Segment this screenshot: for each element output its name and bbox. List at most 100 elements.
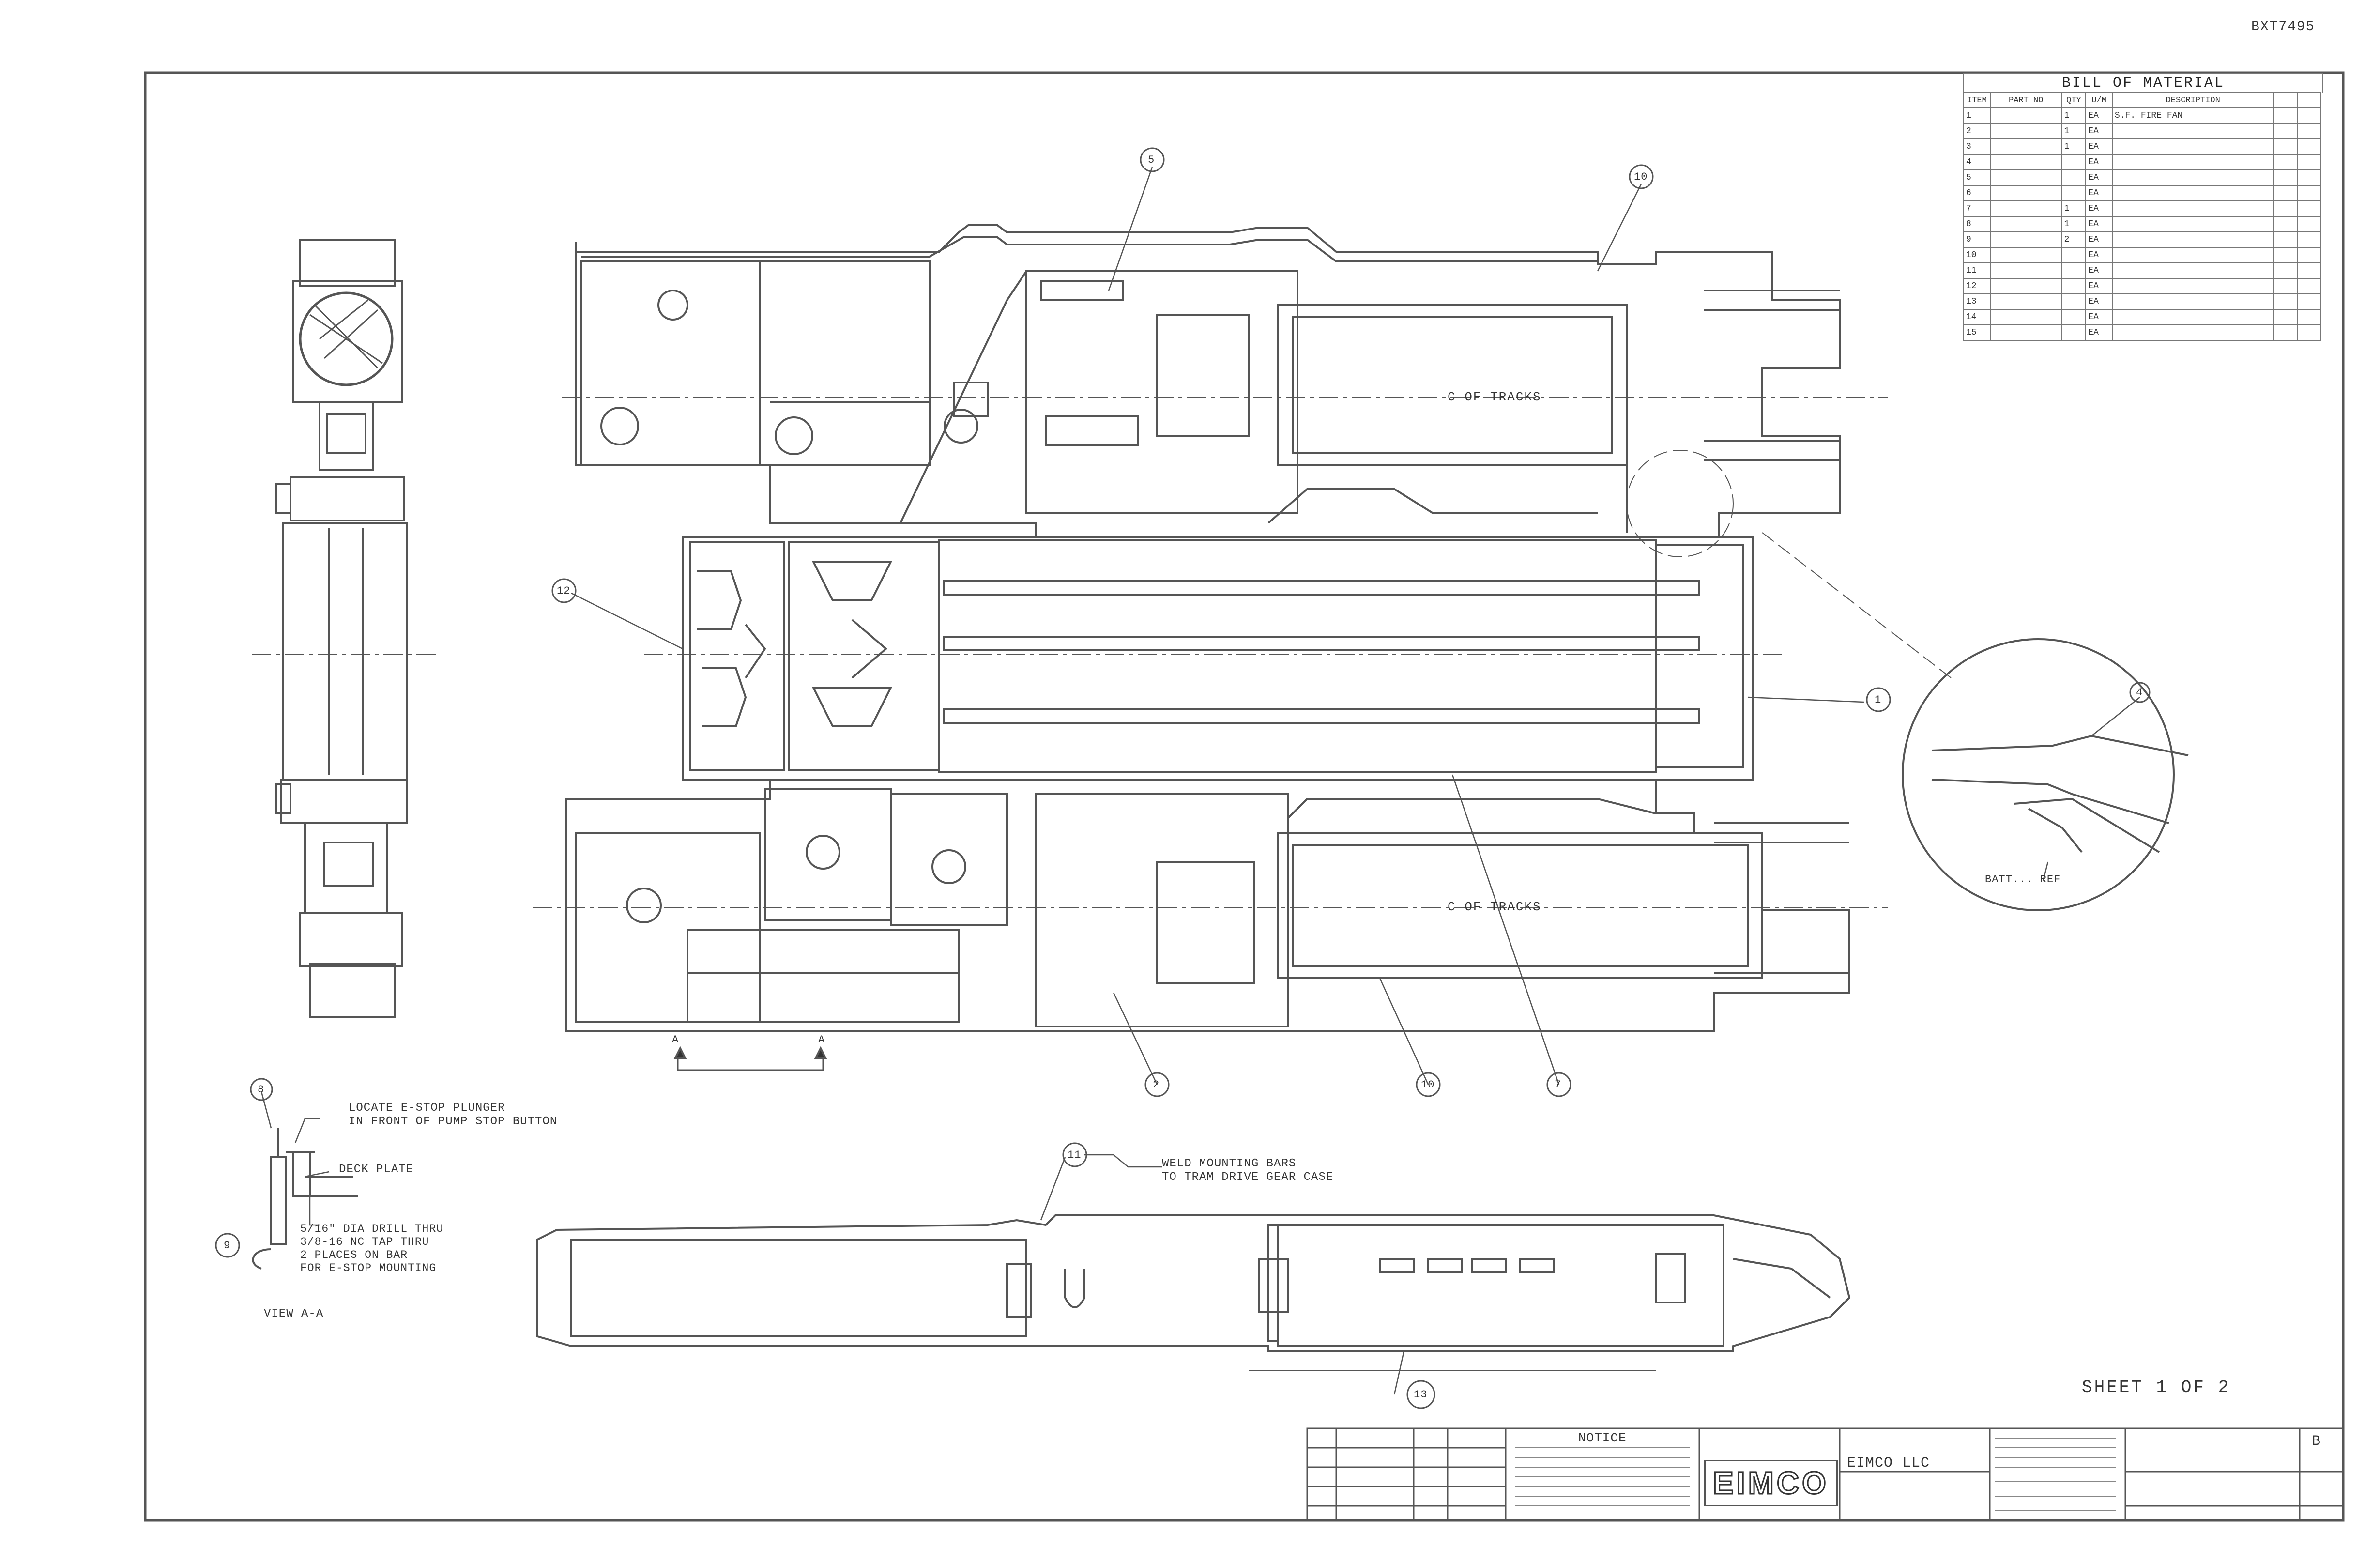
- weld-note: WELD MOUNTING BARS TO TRAM DRIVE GEAR CA…: [1162, 1157, 1334, 1184]
- bom-cell: EA: [2085, 278, 2113, 294]
- balloon-10-top: 10: [1634, 171, 1648, 183]
- bom-cell: [1989, 123, 2062, 139]
- sheet-number: SHEET 1 OF 2: [2082, 1378, 2231, 1397]
- bom-cell: [2297, 107, 2321, 124]
- bom-cell: [2061, 247, 2087, 263]
- bom-cell: EA: [2085, 216, 2113, 232]
- bom-cell: [1989, 309, 2062, 325]
- bom-cell: EA: [2085, 262, 2113, 279]
- bom-header-cell: [2273, 92, 2298, 108]
- bom-header-cell: PART NO: [1989, 92, 2062, 108]
- company-logo: EIMCO: [1704, 1460, 1838, 1506]
- bom-cell: [2297, 138, 2321, 155]
- drill-note: 5/16" DIA DRILL THRU 3/8-16 NC TAP THRU …: [300, 1223, 444, 1274]
- bom-cell: [2273, 185, 2298, 201]
- bom-cell: [2273, 169, 2298, 186]
- bom-cell: EA: [2085, 138, 2113, 155]
- bom-header-cell: [2297, 92, 2321, 108]
- bom-cell: 15: [1963, 324, 1991, 341]
- bom-cell: [2297, 231, 2321, 248]
- bom-cell: [2273, 154, 2298, 170]
- detail-note: BATT... REF: [1985, 873, 2061, 886]
- bom-cell: S.F. FIRE FAN: [2111, 107, 2274, 124]
- bom-cell: [2273, 200, 2298, 217]
- bom-cell: 1: [2061, 123, 2087, 139]
- balloon-13: 13: [1414, 1389, 1428, 1401]
- bom-cell: [2273, 278, 2298, 294]
- bom-cell: EA: [2085, 309, 2113, 325]
- bom-cell: [1989, 278, 2062, 294]
- bom-cell: EA: [2085, 185, 2113, 201]
- bom-cell: [1989, 293, 2062, 310]
- bom-cell: [2273, 123, 2298, 139]
- view-aa: [252, 1128, 358, 1270]
- bom-cell: EA: [2085, 154, 2113, 170]
- bom-cell: [2111, 247, 2274, 263]
- view-label: VIEW A-A: [264, 1307, 324, 1320]
- bom-cell: 10: [1963, 247, 1991, 263]
- bom-cell: [2273, 107, 2298, 124]
- bom-cell: [2297, 293, 2321, 310]
- bom-cell: [2111, 154, 2274, 170]
- bom-cell: [1989, 262, 2062, 279]
- bom-cell: 13: [1963, 293, 1991, 310]
- bom-cell: [2061, 293, 2087, 310]
- bom-cell: [1989, 107, 2062, 124]
- bom-cell: EA: [2085, 293, 2113, 310]
- bom-cell: [2297, 169, 2321, 186]
- bom-cell: [2297, 200, 2321, 217]
- balloon-4: 4: [2136, 687, 2143, 699]
- bom-header-cell: QTY: [2061, 92, 2087, 108]
- bom-cell: 1: [2061, 138, 2087, 155]
- bom-cell: 1: [2061, 107, 2087, 124]
- bom-cell: 1: [1963, 107, 1991, 124]
- bom-cell: [2111, 278, 2274, 294]
- bom-cell: 2: [2061, 231, 2087, 248]
- bom-cell: [2273, 262, 2298, 279]
- balloon-1: 1: [1875, 694, 1882, 706]
- bom-cell: [2111, 309, 2274, 325]
- bom-cell: [1989, 231, 2062, 248]
- revision-letter: B: [2312, 1433, 2322, 1450]
- bom-cell: EA: [2085, 123, 2113, 139]
- section-mark-right: A: [818, 1034, 825, 1046]
- bom-cell: 12: [1963, 278, 1991, 294]
- bom-row: 10 EA: [1963, 247, 2321, 263]
- sheet-border: [144, 71, 2345, 1522]
- bom-cell: EA: [2085, 200, 2113, 217]
- bom-cell: [1989, 138, 2062, 155]
- bom-cell: [2273, 324, 2298, 341]
- bom-cell: [2297, 278, 2321, 294]
- company-subtitle: EIMCO LLC: [1847, 1455, 1930, 1471]
- notice-title: NOTICE: [1578, 1431, 1627, 1445]
- balloon-8: 8: [258, 1084, 265, 1096]
- bom-cell: [1989, 185, 2062, 201]
- balloon-11: 11: [1068, 1149, 1082, 1161]
- track-centerline-lower: C OF TRACKS: [1448, 900, 1541, 914]
- detail-circle: [1626, 450, 2189, 911]
- left-side-view: [252, 239, 436, 1018]
- bom-cell: 3: [1963, 138, 1991, 155]
- bom-cell: EA: [2085, 324, 2113, 341]
- bom-cell: EA: [2085, 247, 2113, 263]
- drawing-number: BXT7495: [2251, 19, 2315, 34]
- bom-cell: EA: [2085, 231, 2113, 248]
- title-block: [1306, 1427, 2344, 1521]
- track-centerline-upper: C OF TRACKS: [1448, 390, 1541, 404]
- bom-cell: [1989, 154, 2062, 170]
- bom-cell: 8: [1963, 216, 1991, 232]
- bom-cell: [2061, 262, 2087, 279]
- bom-cell: [2111, 293, 2274, 310]
- bom-cell: [2297, 123, 2321, 139]
- bom-title: BILL OF MATERIAL: [1963, 73, 2323, 93]
- bom-row: 13 EA: [1963, 293, 2321, 310]
- bom-row: 12 EA: [1963, 278, 2321, 294]
- bom-cell: [2111, 169, 2274, 186]
